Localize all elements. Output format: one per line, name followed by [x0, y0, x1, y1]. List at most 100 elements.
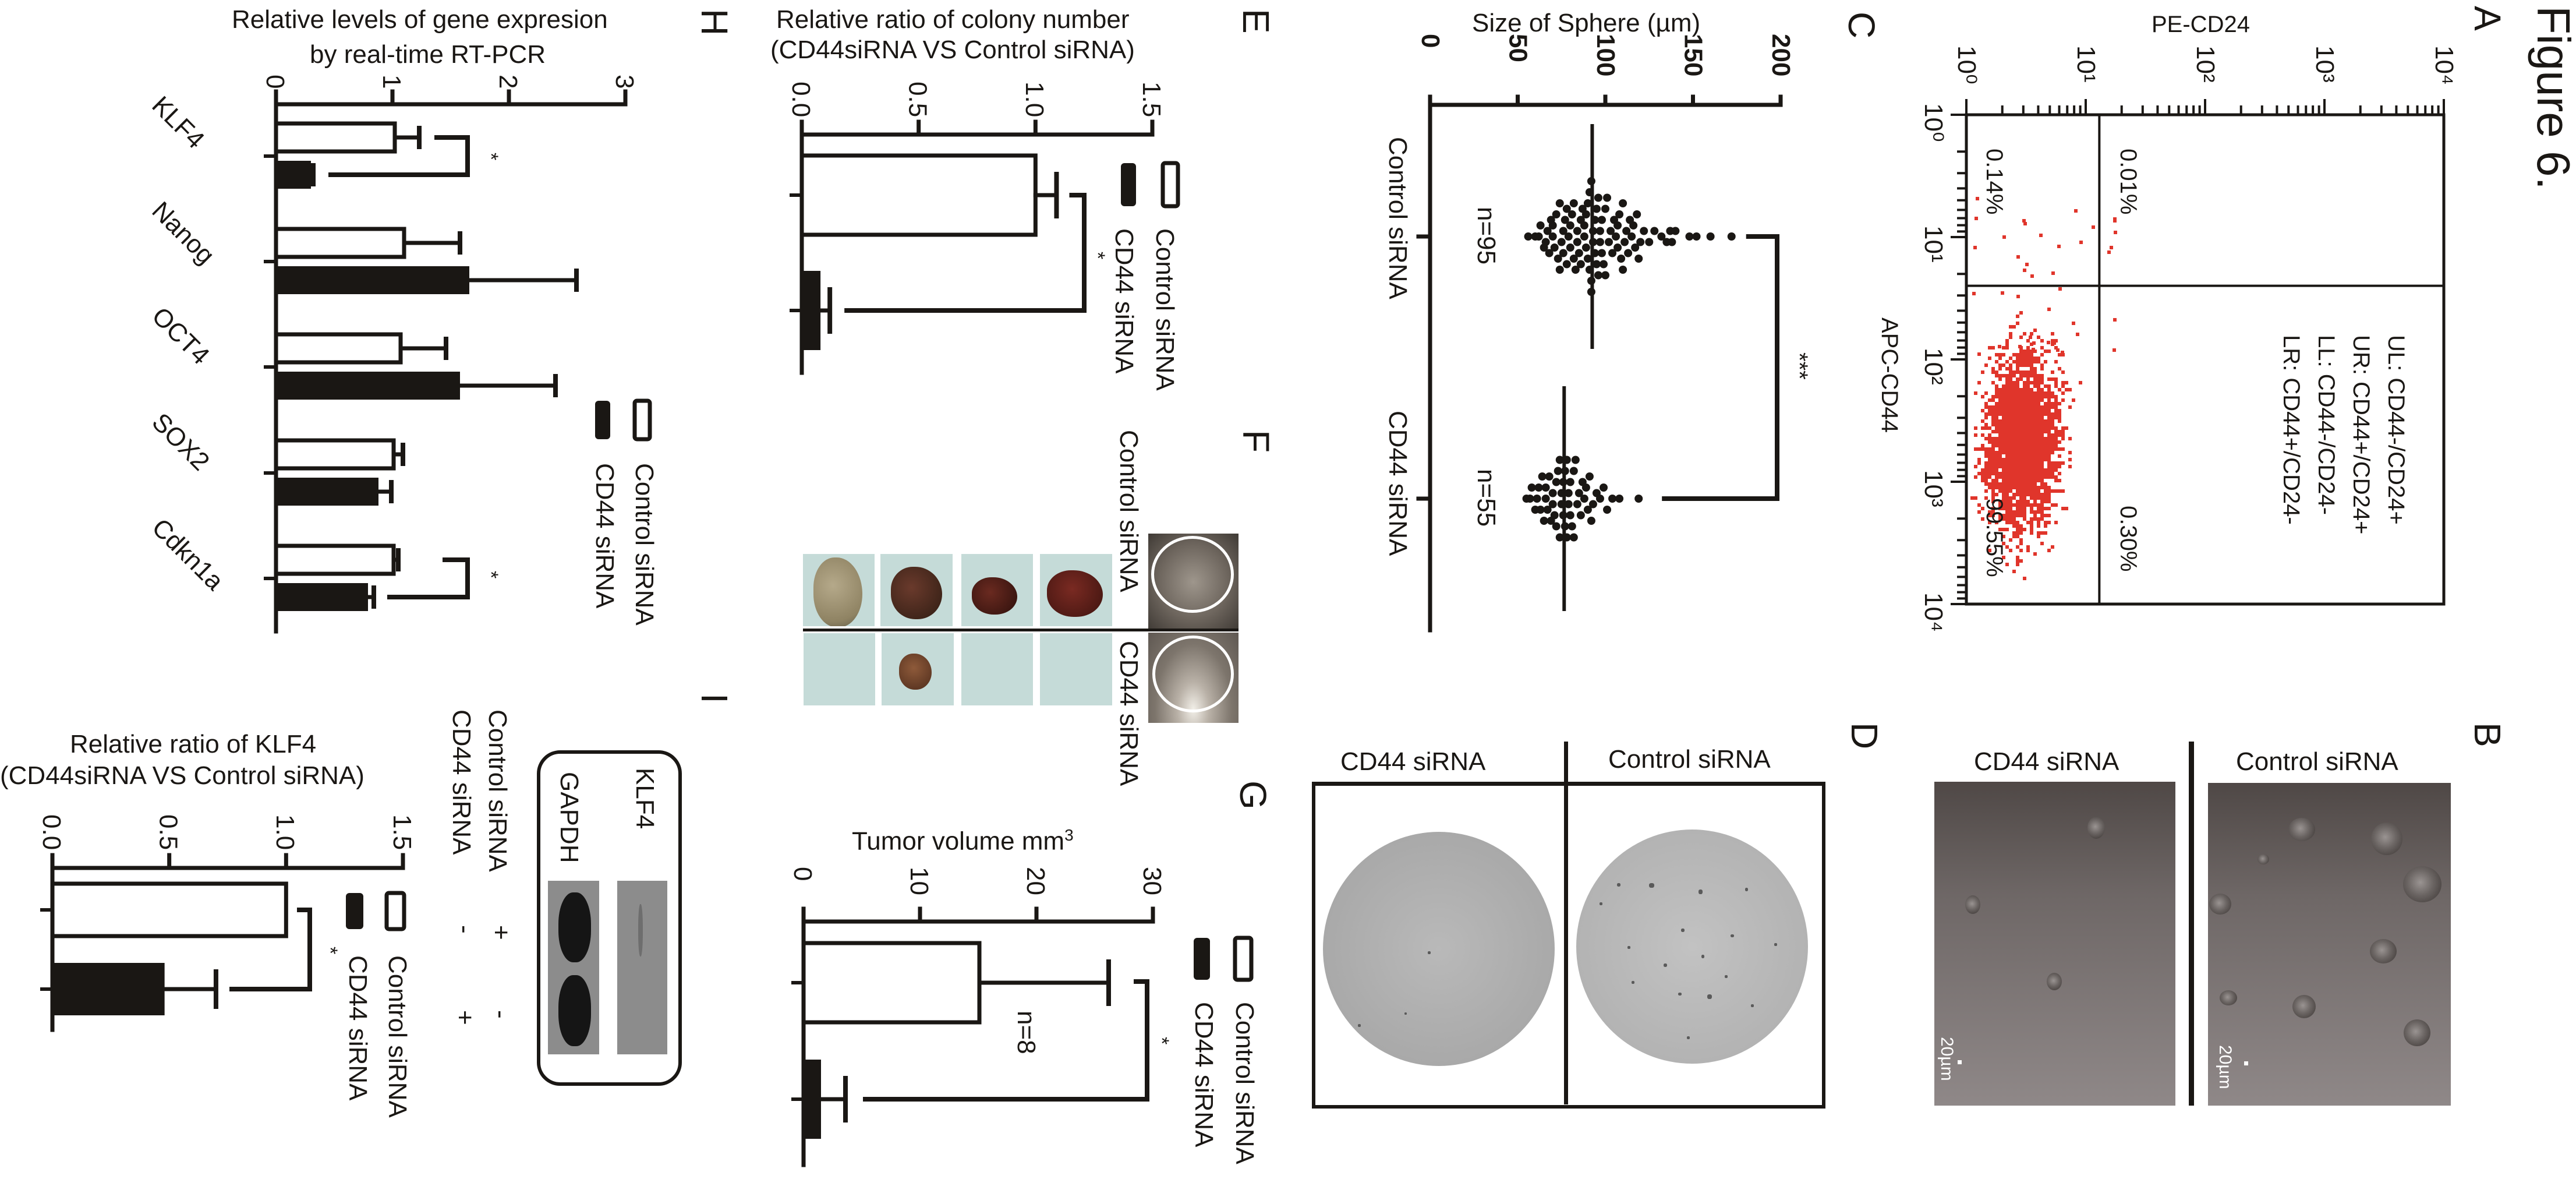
- flow-event: [2056, 348, 2060, 352]
- flow-event: [2113, 217, 2117, 221]
- flow-event: [2033, 360, 2037, 363]
- flow-event: [1984, 426, 1988, 430]
- flow-event: [2019, 311, 2023, 315]
- flow-event: [2009, 426, 2012, 430]
- legend-i-cd44: CD44 siRNA: [344, 955, 372, 1101]
- flow-event: [2019, 542, 2023, 545]
- sphere-data-point: [1550, 243, 1559, 252]
- flow-event: [2044, 472, 2047, 475]
- flow-event: [2019, 416, 2023, 419]
- flow-event: [1995, 468, 1998, 472]
- flow-event: [2068, 405, 2072, 409]
- flow-event: [2023, 374, 2026, 377]
- flow-event: [2023, 440, 2026, 444]
- flow-event: [2054, 377, 2058, 381]
- flow-events: [1970, 197, 2117, 580]
- flow-event: [2054, 339, 2058, 343]
- sphere-data-point: [1605, 238, 1613, 246]
- flow-event: [2033, 454, 2037, 458]
- flow-event: [2002, 528, 2005, 531]
- flow-event: [2040, 458, 2044, 461]
- flow-event: [1991, 430, 1995, 433]
- flow-event: [2054, 426, 2058, 430]
- flow-event: [1984, 451, 1988, 454]
- flow-event: [2009, 409, 2012, 412]
- flow-event: [2019, 423, 2023, 426]
- sphere-data-point: [1559, 227, 1567, 235]
- flow-event: [2023, 356, 2026, 360]
- significance-c: ***: [1786, 352, 1812, 380]
- scale-bar-label: 20µm: [1937, 1037, 1956, 1081]
- flow-event: [2005, 367, 2009, 370]
- flow-event: [2016, 388, 2019, 391]
- flow-event: [2019, 461, 2023, 465]
- flow-event: [1995, 426, 1998, 430]
- flow-event: [2054, 412, 2058, 416]
- flow-event: [2058, 353, 2061, 356]
- flow-event: [2047, 384, 2051, 388]
- flow-top-tick-label: 10²: [2191, 45, 2220, 83]
- sphere-data-point: [1590, 216, 1599, 224]
- i-bar-cd44: [52, 963, 165, 1015]
- flow-event: [1995, 454, 1998, 458]
- flow-event: [2061, 430, 2065, 433]
- flow-event: [1991, 367, 1995, 370]
- flow-event: [2037, 503, 2040, 507]
- legend-i-control: Control siRNA: [383, 955, 412, 1118]
- sphere-data-point: [1580, 232, 1588, 241]
- flow-event: [2040, 479, 2044, 482]
- flow-event: [2037, 454, 2040, 458]
- flow-event: [2026, 377, 2030, 381]
- flow-event: [2012, 402, 2016, 405]
- flow-event: [2016, 451, 2019, 454]
- flow-event: [2002, 493, 2005, 496]
- flow-event: [1998, 472, 2002, 475]
- flow-event: [2019, 405, 2023, 409]
- tumor-cd44-3: [961, 633, 1033, 705]
- flow-event: [2016, 437, 2019, 440]
- flow-event: [2009, 423, 2012, 426]
- flow-event: [2012, 416, 2016, 419]
- flow-event: [1991, 465, 1995, 468]
- flow-event: [2040, 430, 2044, 433]
- flow-event: [2026, 395, 2030, 398]
- h-bar-control: [274, 121, 397, 154]
- flow-event: [1988, 426, 1991, 430]
- flow-event: [2037, 360, 2040, 363]
- flow-event: [2037, 461, 2040, 465]
- flow-event: [2047, 472, 2051, 475]
- flow-event: [2016, 444, 2019, 447]
- flow-event: [1991, 405, 1995, 409]
- flow-event: [2051, 391, 2054, 395]
- sphere-data-point: [1566, 511, 1574, 520]
- h-tick-label: 3: [610, 75, 639, 89]
- i-legend-swatch-control: [384, 891, 406, 931]
- flow-event: [2033, 440, 2037, 444]
- flow-event: [2016, 458, 2019, 461]
- sphere-data-point: [1574, 489, 1583, 497]
- flow-event: [2023, 423, 2026, 426]
- flow-event: [2033, 370, 2037, 374]
- flow-event: [1988, 458, 1991, 461]
- flow-event: [2033, 458, 2037, 461]
- flow-event: [2026, 475, 2030, 479]
- flow-event: [2061, 437, 2065, 440]
- sphere-data-point: [1727, 232, 1736, 241]
- flow-left-tick-label: 10⁰: [1919, 103, 1948, 142]
- sphere-data-point: [1612, 232, 1620, 241]
- flow-left-tick-label: 10³: [1919, 470, 1948, 507]
- flow-event: [2012, 510, 2016, 514]
- h-tick-label: 0: [260, 75, 289, 89]
- flow-event: [2026, 391, 2030, 395]
- flow-event: [1988, 412, 1991, 416]
- i-legend-swatch-cd44: [346, 893, 363, 929]
- flow-event: [2012, 535, 2016, 538]
- flow-event: [2005, 545, 2009, 549]
- flow-event: [2009, 433, 2012, 437]
- flow-event: [1977, 461, 1981, 465]
- sphere-data-point: [1633, 210, 1641, 218]
- flow-event: [2065, 426, 2068, 430]
- flow-event: [2026, 503, 2030, 507]
- flow-event: [1984, 479, 1988, 482]
